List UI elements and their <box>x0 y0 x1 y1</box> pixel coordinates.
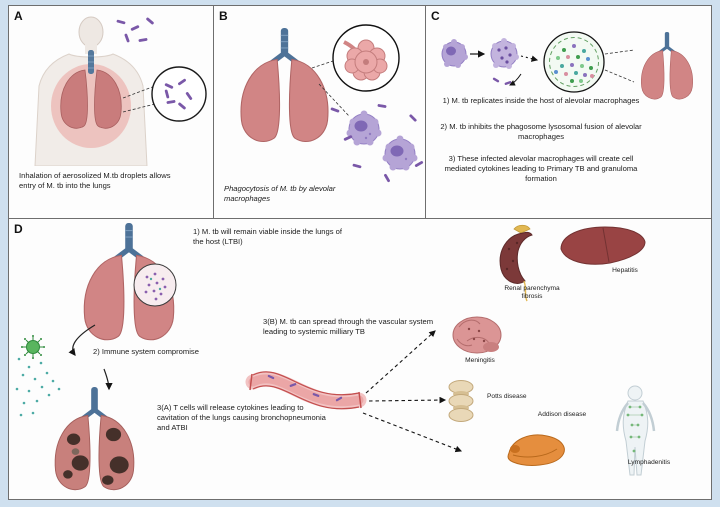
pathogen-virus-icon <box>21 335 45 359</box>
organ-label-renal: Renal parenchyma fibrosis <box>504 285 560 301</box>
infected-macrophage-icon <box>490 38 519 69</box>
human-body-silhouette <box>34 16 148 166</box>
blood-vessel-icon <box>245 371 367 410</box>
panel-c-item-2: 2) M. tb inhibits the phagosome lysosoma… <box>440 122 642 141</box>
organ-label-hepatitis: Hepatitis <box>612 267 638 274</box>
granuloma-in-lung-icon <box>133 263 177 307</box>
dissemination-illustration <box>15 223 656 491</box>
spine-vertebrae-icon <box>448 380 474 422</box>
lungs-icon <box>240 28 329 143</box>
panel-a: A <box>8 5 214 219</box>
organ-label-lymphadenitis: Lymphadenitis <box>627 459 671 466</box>
kidney-icon <box>499 224 533 302</box>
panel-b: B <box>213 5 426 219</box>
dashed-arrow-icon <box>365 330 436 394</box>
panel-a-caption: Inhalation of aerosolized M.tb droplets … <box>19 171 171 190</box>
organ-label-meningitis: Meningitis <box>465 357 495 364</box>
dotted-arrow-icon <box>520 55 539 62</box>
adrenal-gland-icon <box>507 434 565 466</box>
panel-d-step3b: 3(B) M. tb can spread through the vascul… <box>263 317 434 336</box>
bacteria-icon <box>330 104 424 183</box>
macrophage-icon <box>382 135 418 171</box>
macrophage-infection-sequence <box>441 31 693 100</box>
panel-b-label: B <box>219 9 228 23</box>
panel-d-step3a: 3(A) T cells will release cytokines lead… <box>157 403 326 432</box>
aerosol-bacteria-icon <box>116 17 154 43</box>
panel-d-step2: 2) Immune system compromise <box>93 347 199 356</box>
brain-icon <box>452 316 502 354</box>
panel-b-caption: Phagocytosis of M. tb by alevolar macrop… <box>224 184 336 203</box>
panel-d-label: D <box>14 222 23 236</box>
macrophage-icon <box>346 110 382 146</box>
arrow-icon <box>103 368 113 391</box>
granuloma-inset-icon <box>543 31 605 93</box>
inhalation-illustration <box>34 16 207 166</box>
alveoli-inset-icon <box>332 24 400 92</box>
panel-c-item-3: 3) These infected alevolar macrophages w… <box>444 154 638 183</box>
magnifier-bacteria-icon <box>151 66 207 122</box>
lymphatic-system-figure-icon <box>615 385 656 476</box>
dashed-arrow-icon <box>362 412 463 453</box>
small-arrow-icon <box>509 73 522 86</box>
bacteria-icon <box>492 77 500 83</box>
cavitated-lungs-icon <box>54 387 135 491</box>
arrow-icon <box>68 324 96 356</box>
organ-label-addison: Addison disease <box>537 411 587 418</box>
panel-d: D <box>8 218 712 500</box>
phagocytosis-illustration <box>240 24 424 183</box>
panel-a-label: A <box>14 9 23 23</box>
panel-c-label: C <box>431 9 440 23</box>
macrophage-icon <box>441 39 468 68</box>
liver-icon <box>560 226 646 265</box>
dashed-arrow-icon <box>368 396 447 404</box>
lungs-icon <box>641 32 693 100</box>
organ-label-potts: Potts disease <box>487 393 527 400</box>
panel-d-step1: 1) M. tb will remain viable inside the l… <box>193 227 342 246</box>
panel-c: C <box>425 5 712 219</box>
cytokine-dots-icon <box>15 357 61 417</box>
panel-c-item-1: 1) M. tb replicates inside the host of a… <box>442 96 640 105</box>
